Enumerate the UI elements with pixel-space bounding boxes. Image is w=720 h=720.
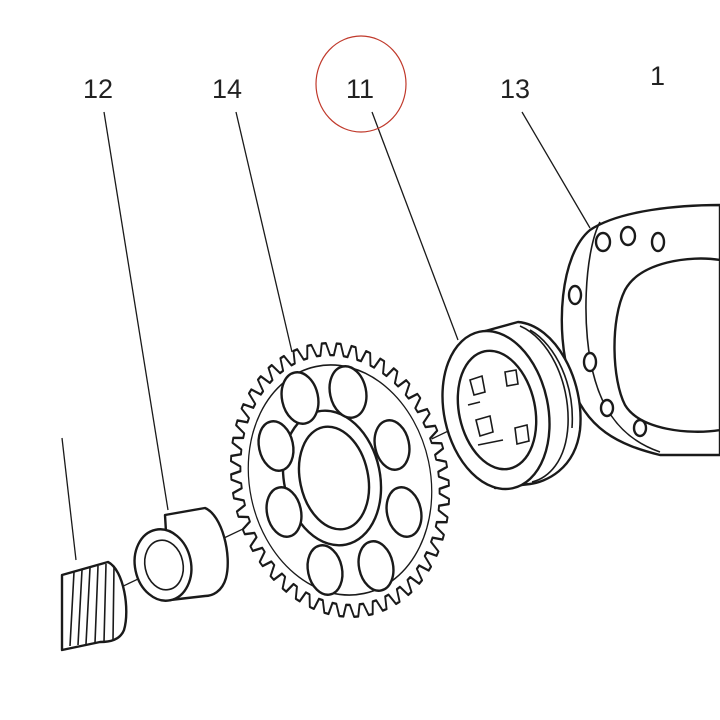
callout-12: 12 [83, 74, 113, 104]
needle-bearing [60, 437, 128, 652]
part-12-bushing [133, 506, 229, 602]
part-13-housing [560, 203, 720, 457]
callout-11: 11 [346, 74, 374, 104]
leader-13 [521, 111, 591, 229]
leader-12 [103, 111, 169, 511]
leader-11 [371, 111, 459, 341]
callout-1: 1 [650, 61, 665, 91]
highlight-circle [315, 35, 407, 133]
callout-13: 13 [500, 74, 530, 104]
gear-rim [247, 364, 433, 596]
callout-14: 14 [212, 74, 242, 104]
part-14-gear [230, 342, 450, 618]
leader-14 [235, 111, 293, 353]
part-11-freewheel [441, 320, 582, 491]
